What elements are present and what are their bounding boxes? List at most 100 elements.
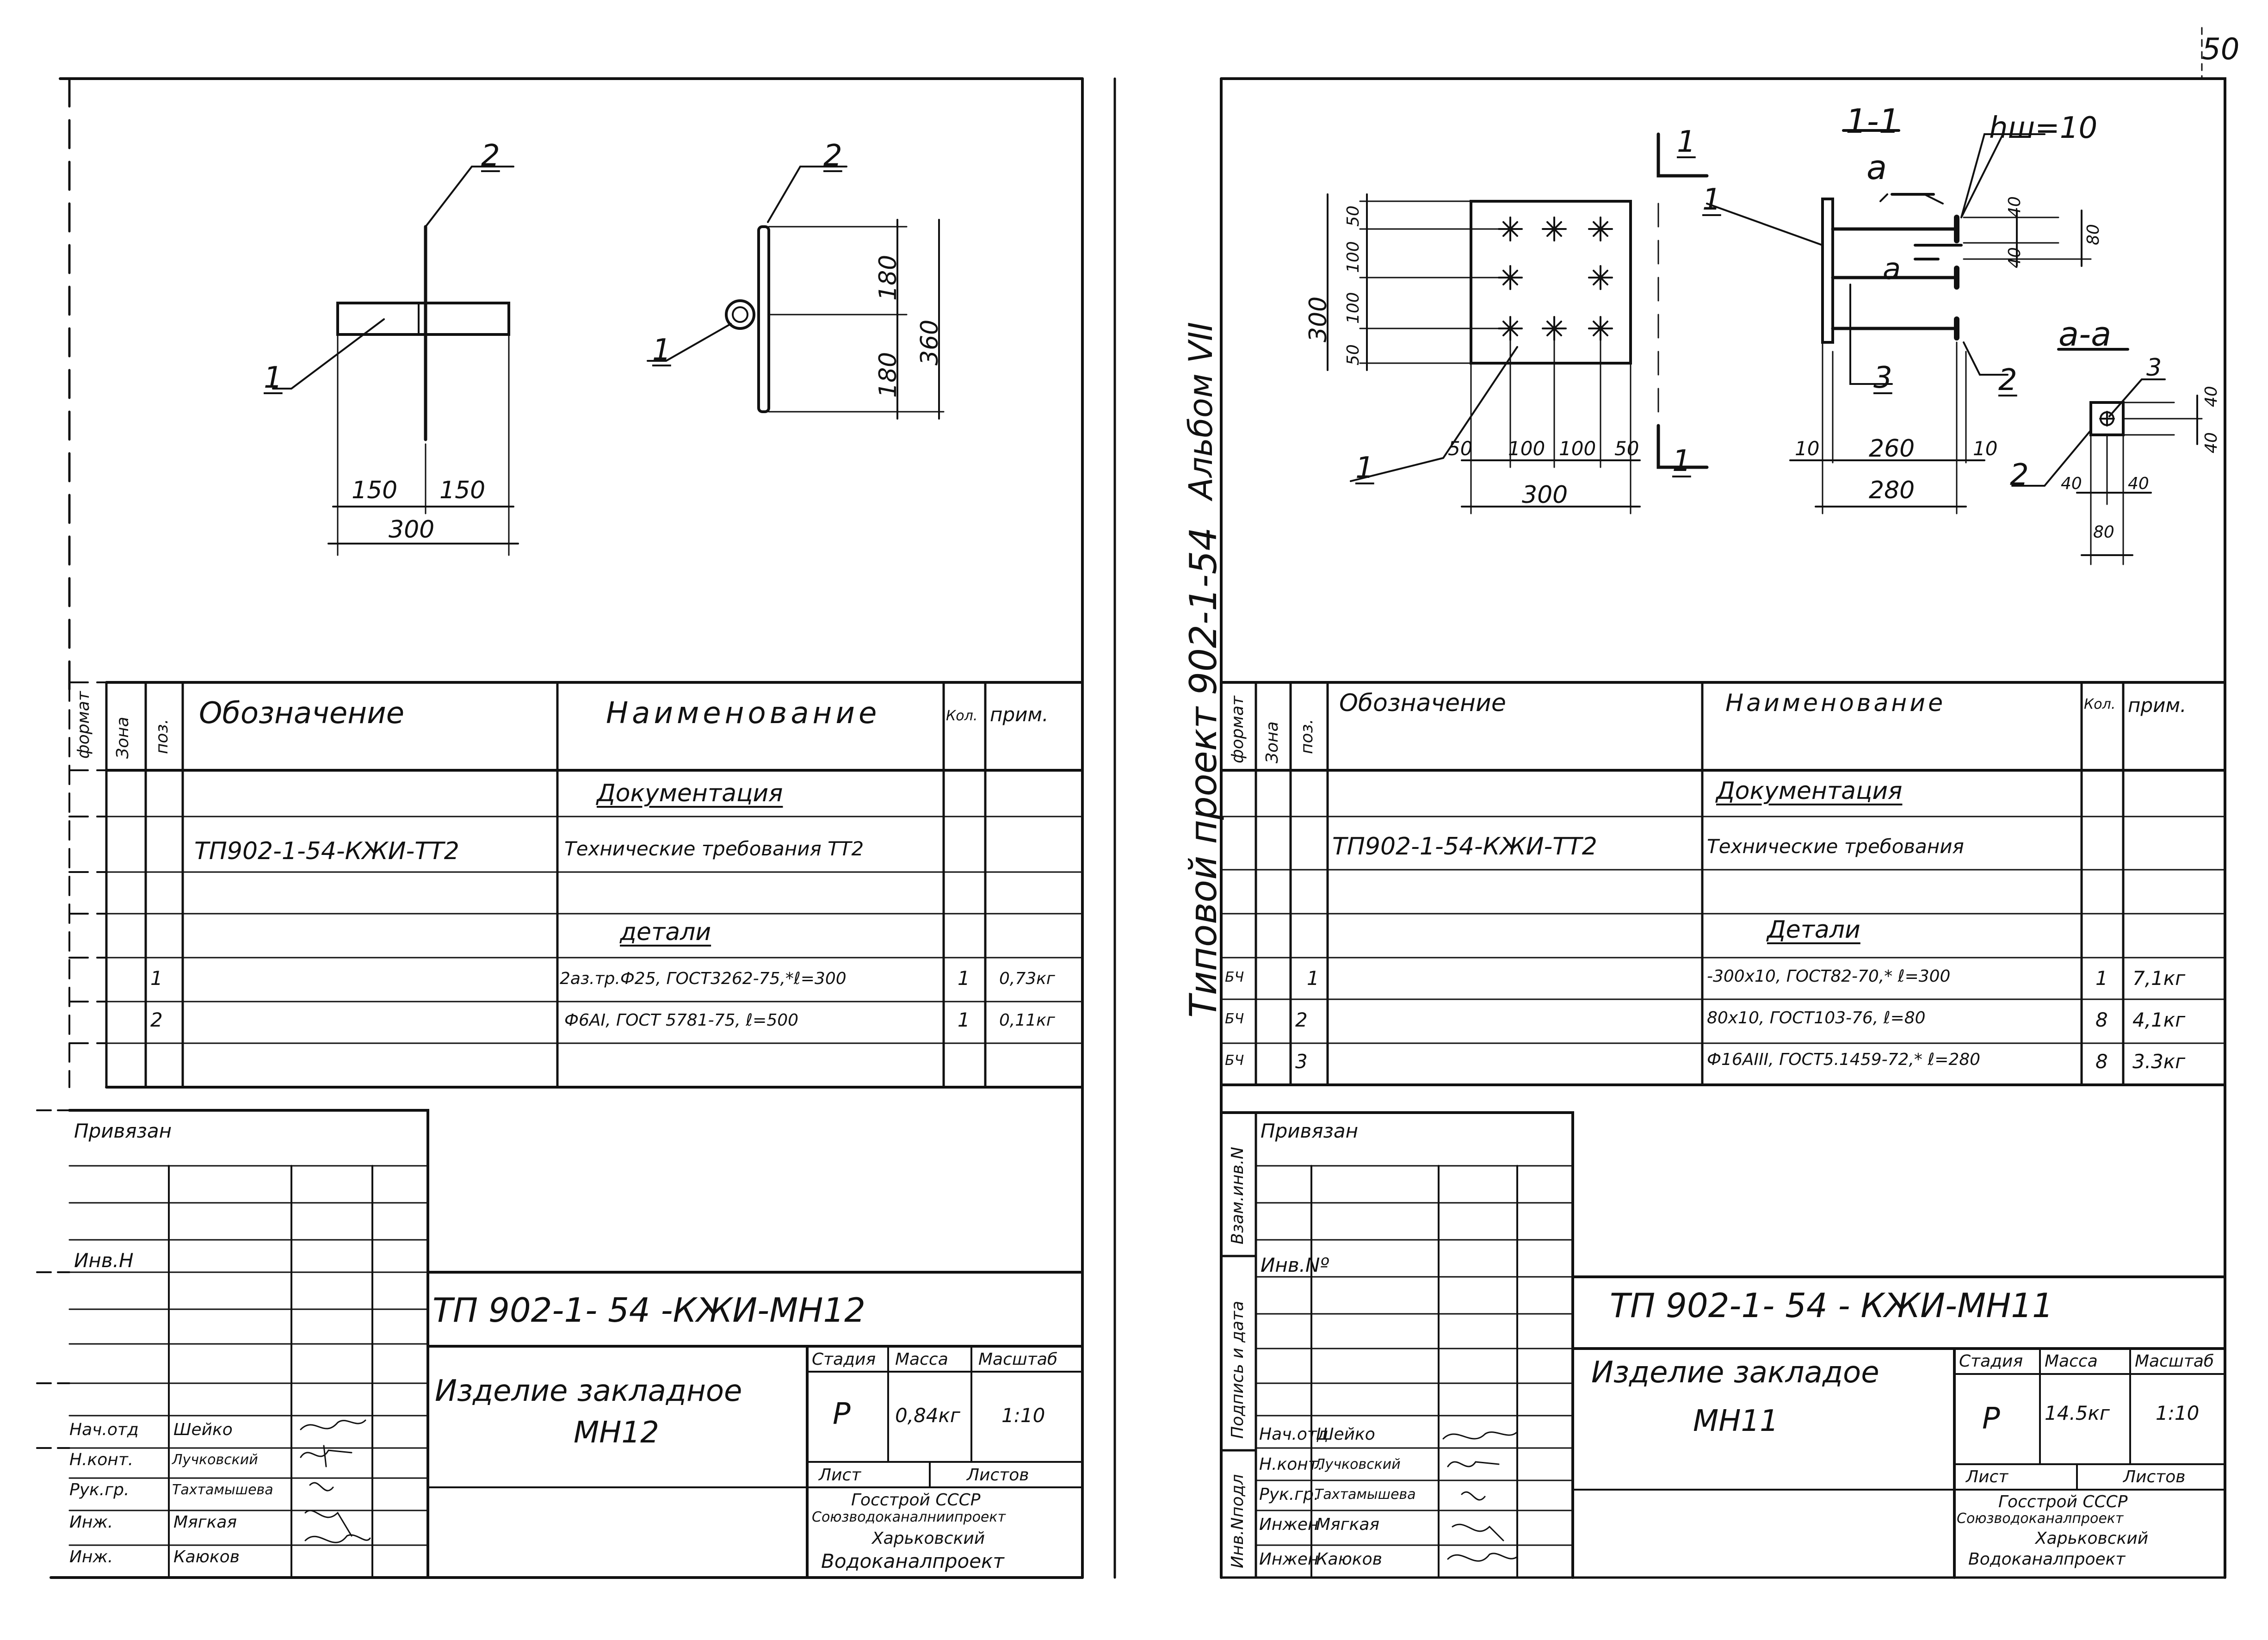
left-stadiya-h: Стадия xyxy=(812,1350,876,1369)
project-label: Типовой проект 902-1-54 xyxy=(1182,527,1225,1018)
right-masshtab-h: Масштаб xyxy=(2135,1352,2214,1371)
left-hdr-zona: Зона xyxy=(113,717,132,759)
right-row3-poz: 3 xyxy=(1295,1050,1308,1073)
right-stadiya-h: Стадия xyxy=(1959,1352,2023,1371)
dim-d40d: 40 xyxy=(2202,432,2221,453)
album-label: Альбом VII xyxy=(1182,322,1220,500)
right-section-mark-bottom: 1 xyxy=(1672,444,1691,478)
left-row2-naim: Ф6АI, ГОСТ 5781-75, ℓ=500 xyxy=(564,1011,799,1030)
left-person3-name: Тахтамышева xyxy=(172,1482,273,1498)
left-row1-kol: 1 xyxy=(958,967,970,990)
right-side-label-2: Подпись и дата xyxy=(1228,1300,1247,1439)
right-org3: Харьковский xyxy=(2035,1529,2149,1548)
right-label-a: а xyxy=(1866,148,1887,187)
right-row2-poz: 2 xyxy=(1295,1009,1308,1031)
left-row1-poz: 1 xyxy=(150,967,163,990)
dim-d40e: 40 xyxy=(2061,474,2082,493)
right-row1-naim: -300х10, ГОСТ82-70,* ℓ=300 xyxy=(1707,967,1951,986)
left-section-docs: Документация xyxy=(597,780,783,807)
right-hdr-prim: прим. xyxy=(2128,694,2187,717)
dim-v100a: 100 xyxy=(1344,241,1363,273)
right-callout-2a: 2 xyxy=(1998,363,2017,397)
left-doc-oboz: ТП902-1-54-КЖИ-ТТ2 xyxy=(194,837,459,865)
right-row2-forma: БЧ xyxy=(1225,1011,1244,1027)
left-section-details: детали xyxy=(620,918,711,946)
dim-300: 300 xyxy=(389,516,435,544)
dim-d40c: 40 xyxy=(2202,386,2221,407)
right-person2-name: Лучковский xyxy=(1315,1456,1401,1473)
right-hdr-naim: Наименование xyxy=(1725,689,1946,717)
right-code: ТП 902-1- 54 - КЖИ-МН11 xyxy=(1610,1286,2053,1325)
left-row2-kol: 1 xyxy=(958,1009,970,1031)
left-privyazan: Привязан xyxy=(74,1120,172,1142)
left-person1-name: Шейко xyxy=(173,1420,233,1439)
right-section-details: Детали xyxy=(1767,916,1860,944)
right-row3-kol: 8 xyxy=(2095,1050,2108,1073)
right-row1-kol: 1 xyxy=(2095,967,2108,990)
left-person2-role: Н.конт. xyxy=(69,1450,134,1469)
right-person3-role: Рук.гр. xyxy=(1259,1485,1319,1504)
right-person3-name: Тахтамышева xyxy=(1315,1486,1416,1503)
right-callout-2b: 2 xyxy=(2010,458,2029,492)
right-org2: Союзводоканалпроект xyxy=(1957,1510,2124,1527)
left-person5-role: Инж. xyxy=(69,1547,113,1566)
left-hdr-kol: Кол. xyxy=(946,708,978,724)
left-person2-name: Лучковский xyxy=(172,1452,258,1468)
dim-360: 360 xyxy=(916,319,944,365)
right-person2-role: Н.конт. xyxy=(1259,1455,1323,1474)
right-massa-h: Масса xyxy=(2045,1352,2098,1371)
right-org4: Водоканалпроект xyxy=(1968,1550,2126,1569)
right-masshtab: 1:10 xyxy=(2156,1402,2200,1424)
left-callout-2a: 2 xyxy=(481,139,500,173)
right-hdr-kol: Кол. xyxy=(2084,696,2116,712)
dim-d280: 280 xyxy=(1869,477,1915,504)
left-masshtab-h: Масштаб xyxy=(978,1350,1058,1369)
dim-150a: 150 xyxy=(352,477,398,504)
right-name-1: Изделие закладое xyxy=(1591,1355,1879,1390)
left-person3-role: Рук.гр. xyxy=(69,1480,130,1499)
right-section-docs: Документация xyxy=(1716,777,1903,805)
left-callout-1b: 1 xyxy=(652,333,671,367)
dim-v50a: 50 xyxy=(1344,205,1363,227)
left-list-h: Лист xyxy=(819,1466,861,1485)
right-privyazan: Привязан xyxy=(1261,1120,1359,1142)
right-row3-prim: 3.3кг xyxy=(2132,1050,2186,1073)
left-massa-h: Масса xyxy=(895,1350,948,1369)
left-massa: 0,84кг xyxy=(895,1404,960,1427)
left-row1-naim: 2аз.тр.Ф25, ГОСТ3262-75,*ℓ=300 xyxy=(560,969,847,988)
right-row2-prim: 4,1кг xyxy=(2132,1009,2186,1031)
dim-v100b: 100 xyxy=(1344,292,1363,324)
left-masshtab: 1:10 xyxy=(1001,1404,1045,1427)
right-section-mark-top: 1 xyxy=(1677,125,1696,159)
left-org4: Водоканалпроект xyxy=(821,1550,1004,1572)
left-hdr-forma: формат xyxy=(74,691,93,759)
right-listov-h: Листов xyxy=(2123,1467,2186,1486)
right-callout-3b: 3 xyxy=(2146,354,2162,382)
left-hdr-poz: поз. xyxy=(153,718,172,754)
left-org3: Харьковский xyxy=(872,1529,985,1548)
right-doc-naim: Технические требования xyxy=(1707,835,1964,858)
right-row1-forma: БЧ xyxy=(1225,969,1244,985)
left-org1: Госстрой СССР xyxy=(851,1491,981,1510)
right-side-label-3: Взам.инв.N xyxy=(1228,1146,1247,1244)
right-section-11: 1-1 xyxy=(1846,102,1900,141)
right-name-2: МН11 xyxy=(1693,1404,1779,1438)
dim-v300: 300 xyxy=(1304,296,1332,342)
dim-180a: 180 xyxy=(874,254,902,301)
dim-150b: 150 xyxy=(439,477,486,504)
left-name-2: МН12 xyxy=(574,1416,659,1450)
dim-d10a: 10 xyxy=(1795,437,1820,460)
right-person5-role: Инжен xyxy=(1259,1550,1319,1569)
left-person1-role: Нач.отд xyxy=(69,1420,139,1439)
right-callout-1b: 1 xyxy=(1355,451,1374,485)
right-hdr-zona: Зона xyxy=(1263,721,1282,763)
left-callout-1a: 1 xyxy=(264,361,283,395)
signatures xyxy=(300,1419,1518,1562)
dim-h100a: 100 xyxy=(1508,437,1545,460)
right-massa: 14.5кг xyxy=(2045,1402,2110,1424)
right-row1-prim: 7,1кг xyxy=(2132,967,2186,990)
right-person1-name: Шейко xyxy=(1316,1425,1375,1444)
right-stadiya: Р xyxy=(1982,1402,2000,1436)
right-section-aa: а-а xyxy=(2058,315,2112,353)
dim-d40f: 40 xyxy=(2128,474,2149,493)
